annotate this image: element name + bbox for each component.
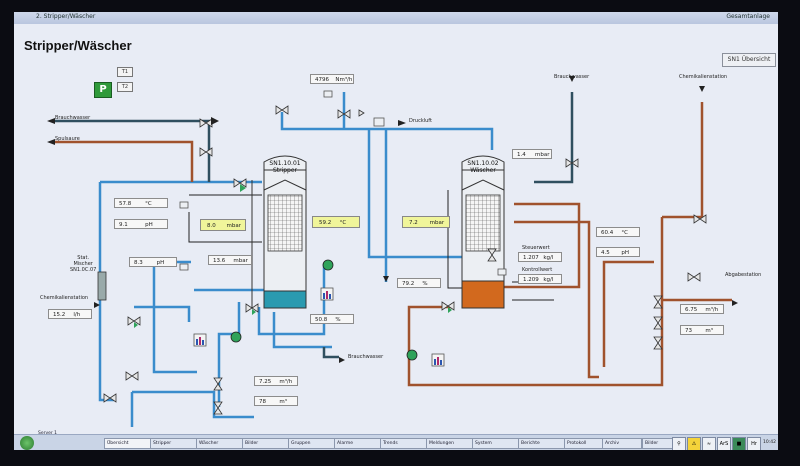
window-title: 2. Stripper/Wäscher xyxy=(36,13,96,20)
window-title-right: Gesamtanlage xyxy=(726,13,770,20)
taskbar-item-1[interactable]: Übersicht xyxy=(104,438,152,449)
taskbar-item-9[interactable]: System xyxy=(472,438,520,449)
clock: 10:42 xyxy=(763,440,776,445)
waescher-label: SN1.10.02 Wäscher xyxy=(467,160,499,174)
trend-icon[interactable]: ≈ xyxy=(702,437,716,450)
process-diagram xyxy=(47,76,738,427)
small-status-box-1[interactable]: T1 xyxy=(117,67,133,77)
value-level-waescher[interactable]: 79.2% xyxy=(397,278,441,288)
value-temp-right[interactable]: 60.4°C xyxy=(596,227,640,237)
taskbar-item-8[interactable]: Meldungen xyxy=(426,438,474,449)
waescher-vessel xyxy=(461,155,505,309)
taskbar-item-7[interactable]: Trends xyxy=(380,438,428,449)
keyboard-icon[interactable]: Hr xyxy=(747,437,761,450)
label-stat-mischer: Stat. Mischer SN1.0C.07 xyxy=(70,255,97,273)
overview-button[interactable]: SN1 Übersicht xyxy=(722,53,776,67)
label-chemikalienstation-right: Chemikalienstation xyxy=(679,74,728,80)
taskbar-bilder[interactable]: Bilder xyxy=(642,438,674,449)
small-status-box-2[interactable]: T2 xyxy=(117,82,133,92)
label-brauchwasser-top: Brauchwasser xyxy=(55,115,91,121)
network-icon[interactable]: ■ xyxy=(732,437,746,450)
taskbar-item-10[interactable]: Berichte xyxy=(518,438,566,449)
taskbar-item-6[interactable]: Alarme xyxy=(334,438,382,449)
value-temp-left[interactable]: 57.8°C xyxy=(114,198,168,208)
taskbar-item-2[interactable]: Stripper xyxy=(150,438,198,449)
server-label: Server 1 xyxy=(38,431,57,436)
taskbar-item-4[interactable]: Bilder xyxy=(242,438,290,449)
label-chemikalienstation-left: Chemikalienstation xyxy=(40,295,89,301)
label-spulsaure: Spulsaure xyxy=(55,136,80,142)
value-temp-stripper[interactable]: 59.2°C xyxy=(312,216,360,228)
window-titlebar: 2. Stripper/Wäscher Gesamtanlage xyxy=(14,12,778,24)
taskbar-item-5[interactable]: Gruppen xyxy=(288,438,336,449)
label-druckluft: Druckluft xyxy=(409,118,432,124)
static-mixer xyxy=(97,271,107,301)
label-brauchwasser-right: Brauchwasser xyxy=(554,74,590,80)
taskbar-item-12[interactable]: Archiv xyxy=(602,438,642,449)
status-badge[interactable]: P xyxy=(94,82,112,98)
stripper-label: SN1.10.01 Stripper xyxy=(269,160,301,174)
label-steuerwert: Steuerwert xyxy=(522,245,550,251)
taskbar-item-11[interactable]: Protokoll xyxy=(564,438,604,449)
taskbar-item-3[interactable]: Wäscher xyxy=(196,438,244,449)
taskbar: Übersicht Stripper Wäscher Bilder Gruppe… xyxy=(14,434,778,450)
value-pump-pct[interactable]: 50.8% xyxy=(310,314,354,324)
archive-icon[interactable]: ArS xyxy=(717,437,731,450)
stripper-vessel xyxy=(251,155,307,309)
scada-screen: 2. Stripper/Wäscher Gesamtanlage Strippe… xyxy=(14,12,778,450)
alarm-icon[interactable]: ⚠ xyxy=(687,437,701,450)
start-button[interactable] xyxy=(20,436,34,450)
label-abgabestation: Abgabestation xyxy=(725,272,762,278)
page-title: Stripper/Wäscher xyxy=(24,38,132,53)
label-kontrollwert: Kontrollwert xyxy=(522,267,553,273)
search-icon[interactable]: ⚲ xyxy=(672,437,686,450)
label-brauchwasser-bottom: Brauchwasser xyxy=(348,354,384,360)
